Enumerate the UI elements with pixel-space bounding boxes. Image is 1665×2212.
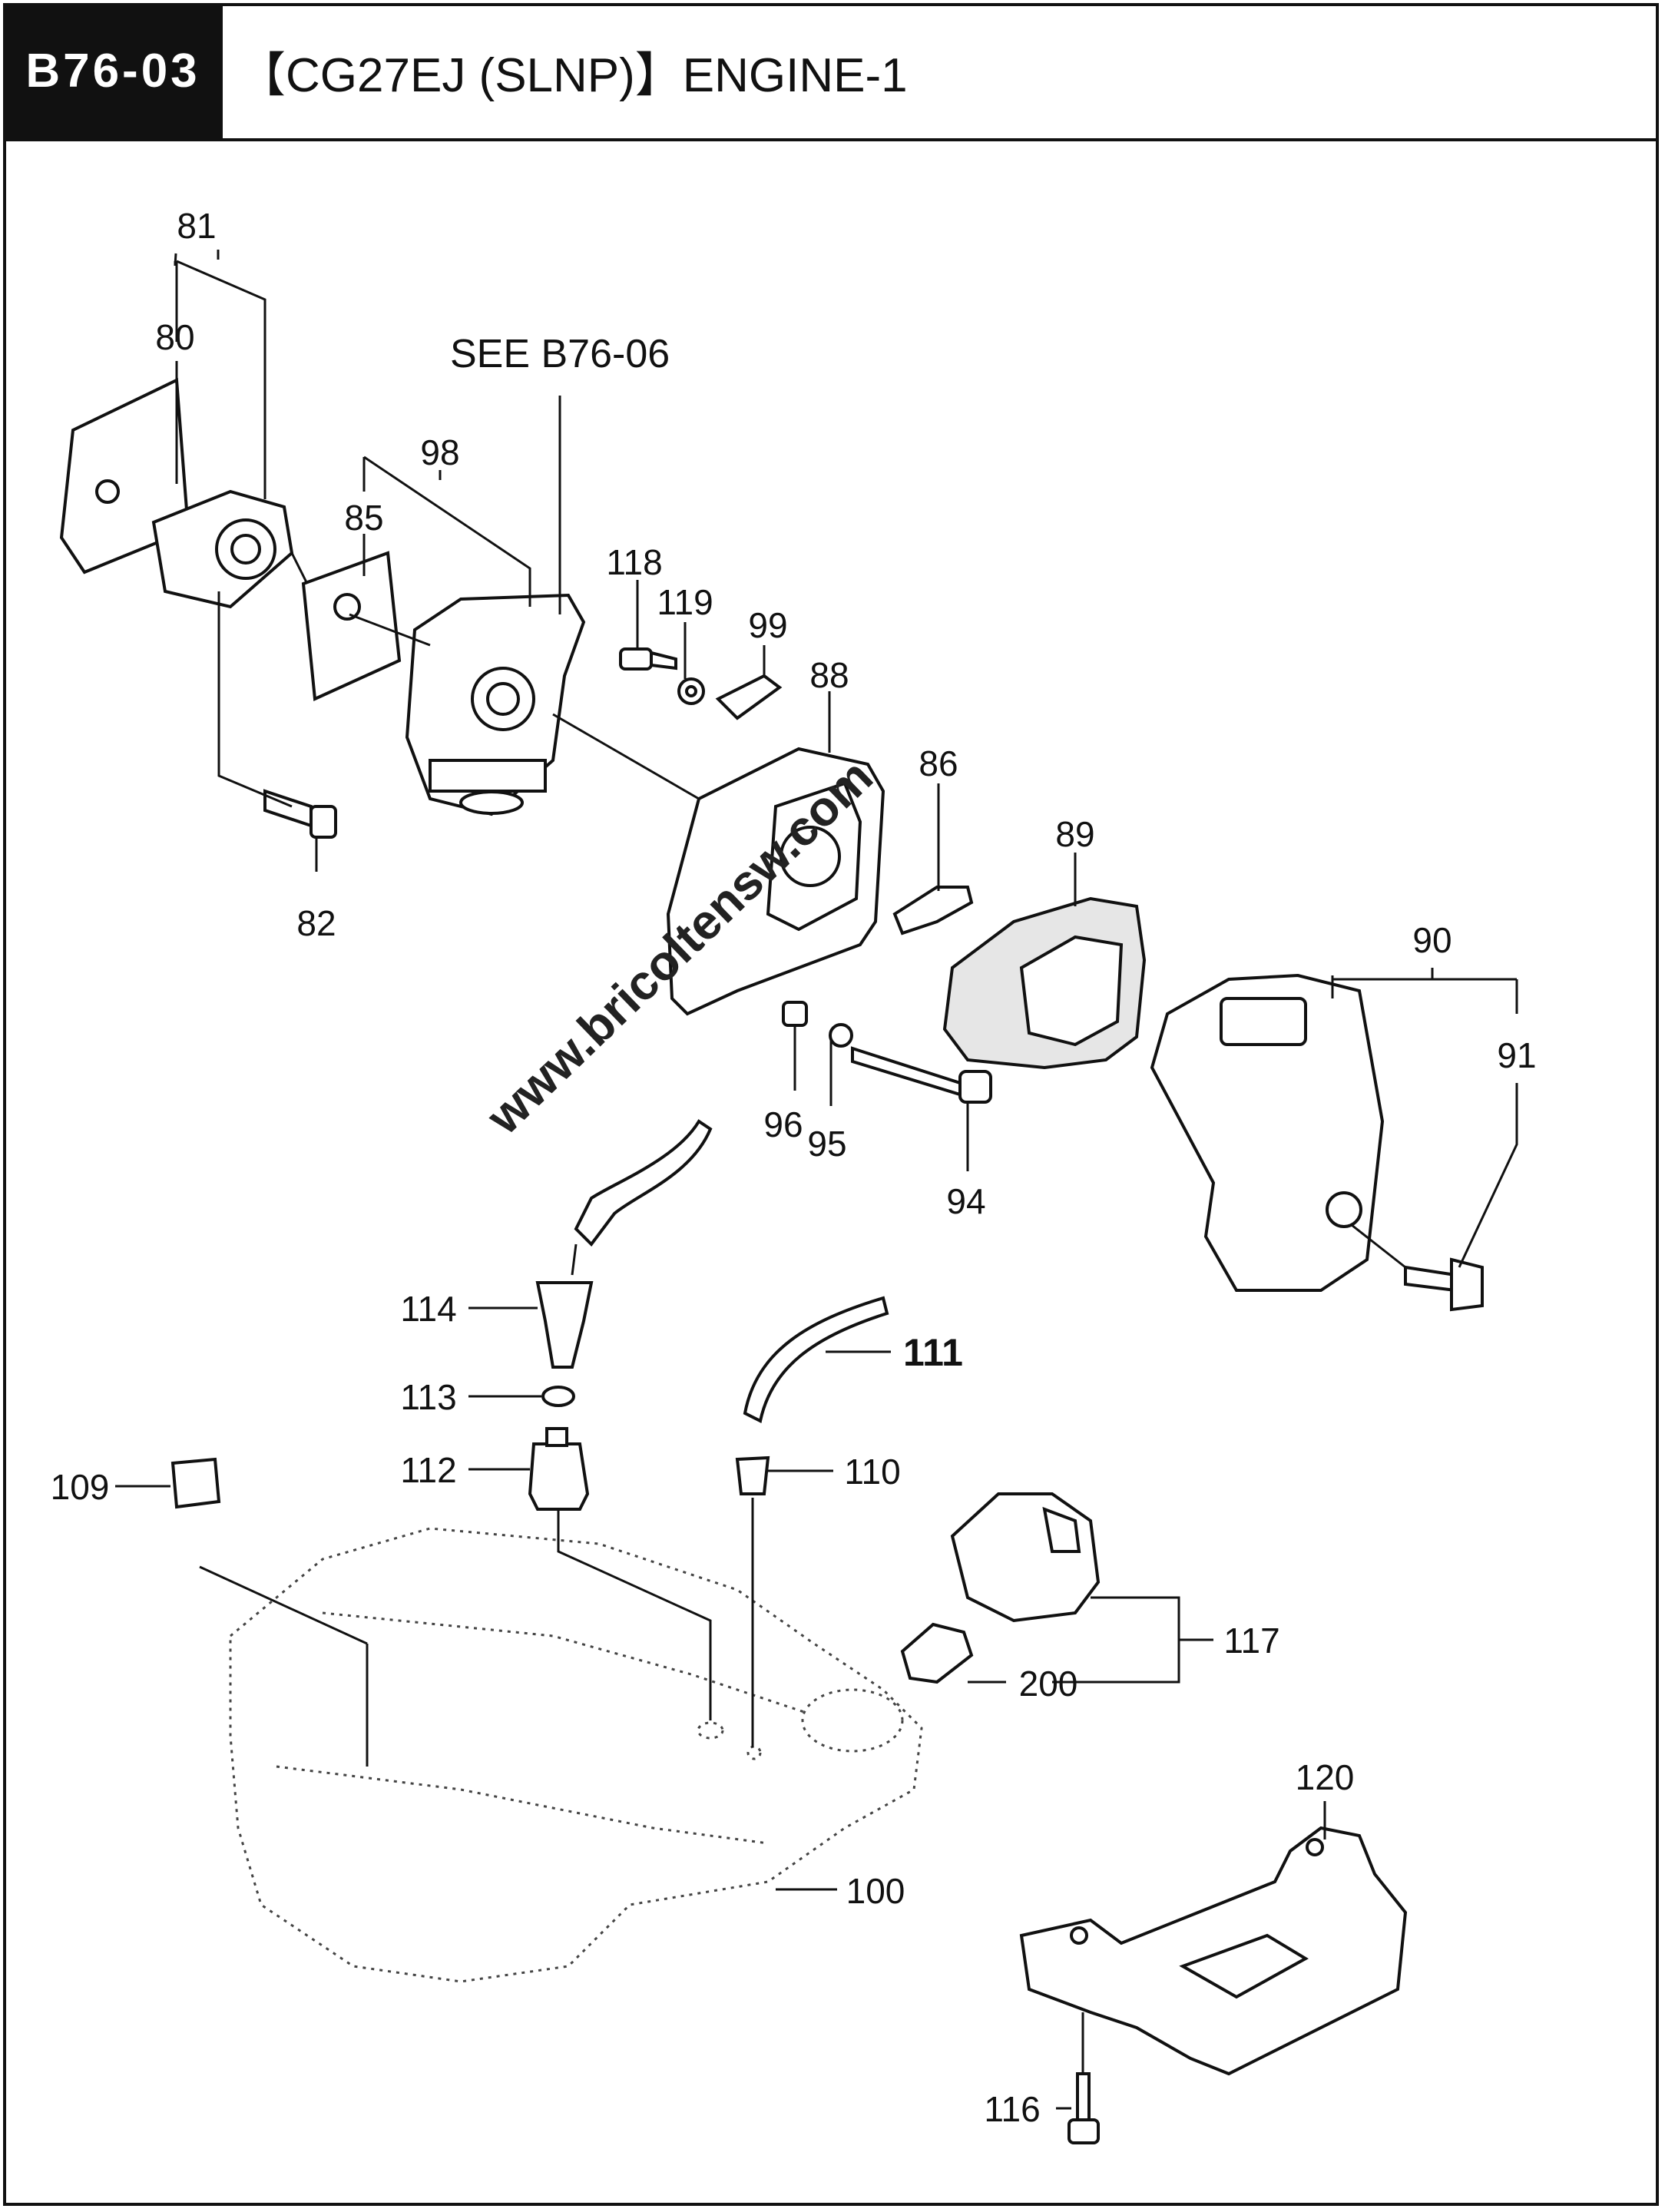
fuel-filter-112 [528, 1427, 590, 1511]
part-label-112: 112 [400, 1450, 456, 1490]
page-frame [3, 3, 1659, 2206]
part-label-113: 113 [400, 1377, 456, 1417]
nut-96 [782, 1001, 808, 1027]
grommet-109 [170, 1457, 221, 1509]
part-label-94: 94 [946, 1181, 985, 1221]
part-label-116: 116 [984, 2089, 1040, 2129]
ring-113 [541, 1386, 575, 1407]
air-filter-89 [942, 896, 1147, 1070]
part-label-98: 98 [420, 432, 459, 472]
fuel-cap-117 [950, 1492, 1101, 1623]
part-label-80: 80 [155, 317, 194, 357]
part-label-81: 81 [177, 206, 216, 246]
insulator-81 [151, 489, 294, 609]
screw-116 [1068, 2072, 1100, 2144]
part-label-85: 85 [344, 498, 383, 538]
washer-119 [677, 677, 705, 705]
reference-note: SEE B76-06 [450, 332, 670, 376]
part-label-90: 90 [1412, 920, 1451, 960]
cap-gasket-200 [900, 1622, 974, 1684]
part-label-86: 86 [919, 743, 958, 783]
part-label-117: 117 [1223, 1621, 1279, 1661]
part-label-120: 120 [1296, 1757, 1355, 1797]
part-labels: 81 80 98 85 82 118 119 99 88 86 89 90 91… [51, 206, 1537, 2129]
tank-bracket-120 [1019, 1826, 1408, 2076]
washer-95 [829, 1023, 853, 1048]
part-label-88: 88 [809, 655, 849, 695]
return-tube-111 [743, 1296, 889, 1423]
part-label-96: 96 [763, 1104, 803, 1144]
part-label-109: 109 [51, 1467, 110, 1507]
bolt-118 [619, 647, 677, 671]
air-cleaner-cover-90 [1150, 973, 1385, 1292]
carburetor-98 [405, 593, 586, 816]
gasket-86 [892, 886, 974, 935]
part-label-95: 95 [807, 1124, 846, 1164]
diagram-code: B76-03 [3, 3, 223, 138]
header: B76-03 【CG27EJ (SLNP)】ENGINE-1 [3, 3, 1659, 141]
part-label-110: 110 [844, 1452, 900, 1492]
gasket-85 [301, 551, 402, 701]
part-label-82: 82 [296, 903, 336, 943]
bolt-82 [263, 789, 337, 839]
part-label-118: 118 [606, 542, 662, 582]
grommet-110 [735, 1455, 770, 1495]
part-label-89: 89 [1055, 814, 1094, 854]
part-label-100: 100 [846, 1871, 905, 1911]
part-label-119: 119 [657, 582, 713, 622]
part-label-114: 114 [400, 1289, 456, 1329]
part-label-91: 91 [1497, 1035, 1536, 1075]
part-label-200: 200 [1019, 1664, 1078, 1704]
air-cleaner-base-88 [666, 747, 885, 1016]
page-title: 【CG27EJ (SLNP)】ENGINE-1 [238, 49, 908, 102]
fuel-tank-100 [229, 1527, 923, 1983]
knob-screw-91 [1404, 1257, 1484, 1312]
fuel-hose [574, 1119, 713, 1247]
part-label-111: 111 [903, 1331, 963, 1374]
part-label-99: 99 [748, 605, 787, 645]
joint-114 [535, 1281, 594, 1369]
long-bolt-94 [851, 1046, 992, 1104]
clip-99 [715, 674, 783, 720]
leader-lines [115, 250, 1518, 2110]
